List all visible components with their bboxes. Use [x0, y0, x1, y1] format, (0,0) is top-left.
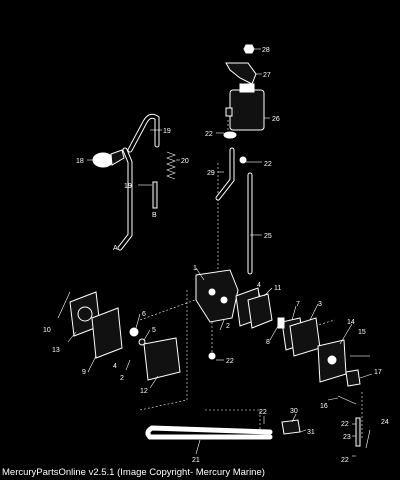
callout-18: 18 [76, 158, 84, 165]
callout-A: A [113, 245, 118, 252]
callout-30: 30 [290, 408, 298, 415]
callout-22: 22 [264, 161, 272, 168]
callout-5: 5 [152, 327, 156, 334]
callout-24: 24 [381, 419, 389, 426]
callout-20: 20 [181, 158, 189, 165]
callout-26: 26 [272, 116, 280, 123]
callout-2: 2 [120, 375, 124, 382]
callout-19: 19 [163, 128, 171, 135]
callout-28: 28 [262, 47, 270, 54]
fuel-hoses [117, 113, 273, 440]
callout-9: 9 [82, 369, 86, 376]
callout-22: 22 [341, 421, 349, 428]
callout-22: 22 [259, 409, 267, 416]
callout-10: 10 [43, 327, 51, 334]
callout-17: 17 [374, 369, 382, 376]
callout-6: 6 [142, 311, 146, 318]
callout-12: 12 [140, 388, 148, 395]
callout-13: 13 [52, 347, 60, 354]
callout-31: 31 [307, 429, 315, 436]
callout-22: 22 [226, 358, 234, 365]
assembly-guide-lines [139, 120, 363, 440]
callout-21: 21 [192, 457, 200, 464]
callout-22: 22 [341, 457, 349, 464]
callout-2: 2 [226, 323, 230, 330]
callout-22: 22 [205, 131, 213, 138]
copyright-footer: MercuryPartsOnline v2.5.1 (Image Copyrig… [2, 467, 265, 478]
callout-11: 11 [274, 285, 281, 292]
leader-lines [67, 48, 373, 457]
callout-15: 15 [358, 329, 366, 336]
callout-27: 27 [263, 72, 271, 79]
callout-16: 16 [320, 403, 328, 410]
parts [57, 44, 371, 449]
callout-14: 14 [347, 319, 355, 326]
exploded-parts-diagram: 28 27 26 22 22 19 18 20 29 19 B 25 A 1 2… [43, 44, 389, 464]
callout-25: 25 [264, 233, 272, 240]
callout-1: 1 [193, 265, 197, 272]
callout-4: 4 [257, 282, 261, 289]
callout-29: 29 [207, 170, 215, 177]
callout-labels: 28 27 26 22 22 19 18 20 29 19 B 25 A 1 2… [43, 47, 389, 464]
callout-8: 8 [266, 339, 270, 346]
callout-19: 19 [124, 183, 132, 190]
callout-3: 3 [318, 301, 322, 308]
callout-23: 23 [343, 434, 351, 441]
callout-B: B [152, 212, 157, 219]
callout-7: 7 [296, 301, 300, 308]
callout-4: 4 [113, 363, 117, 370]
